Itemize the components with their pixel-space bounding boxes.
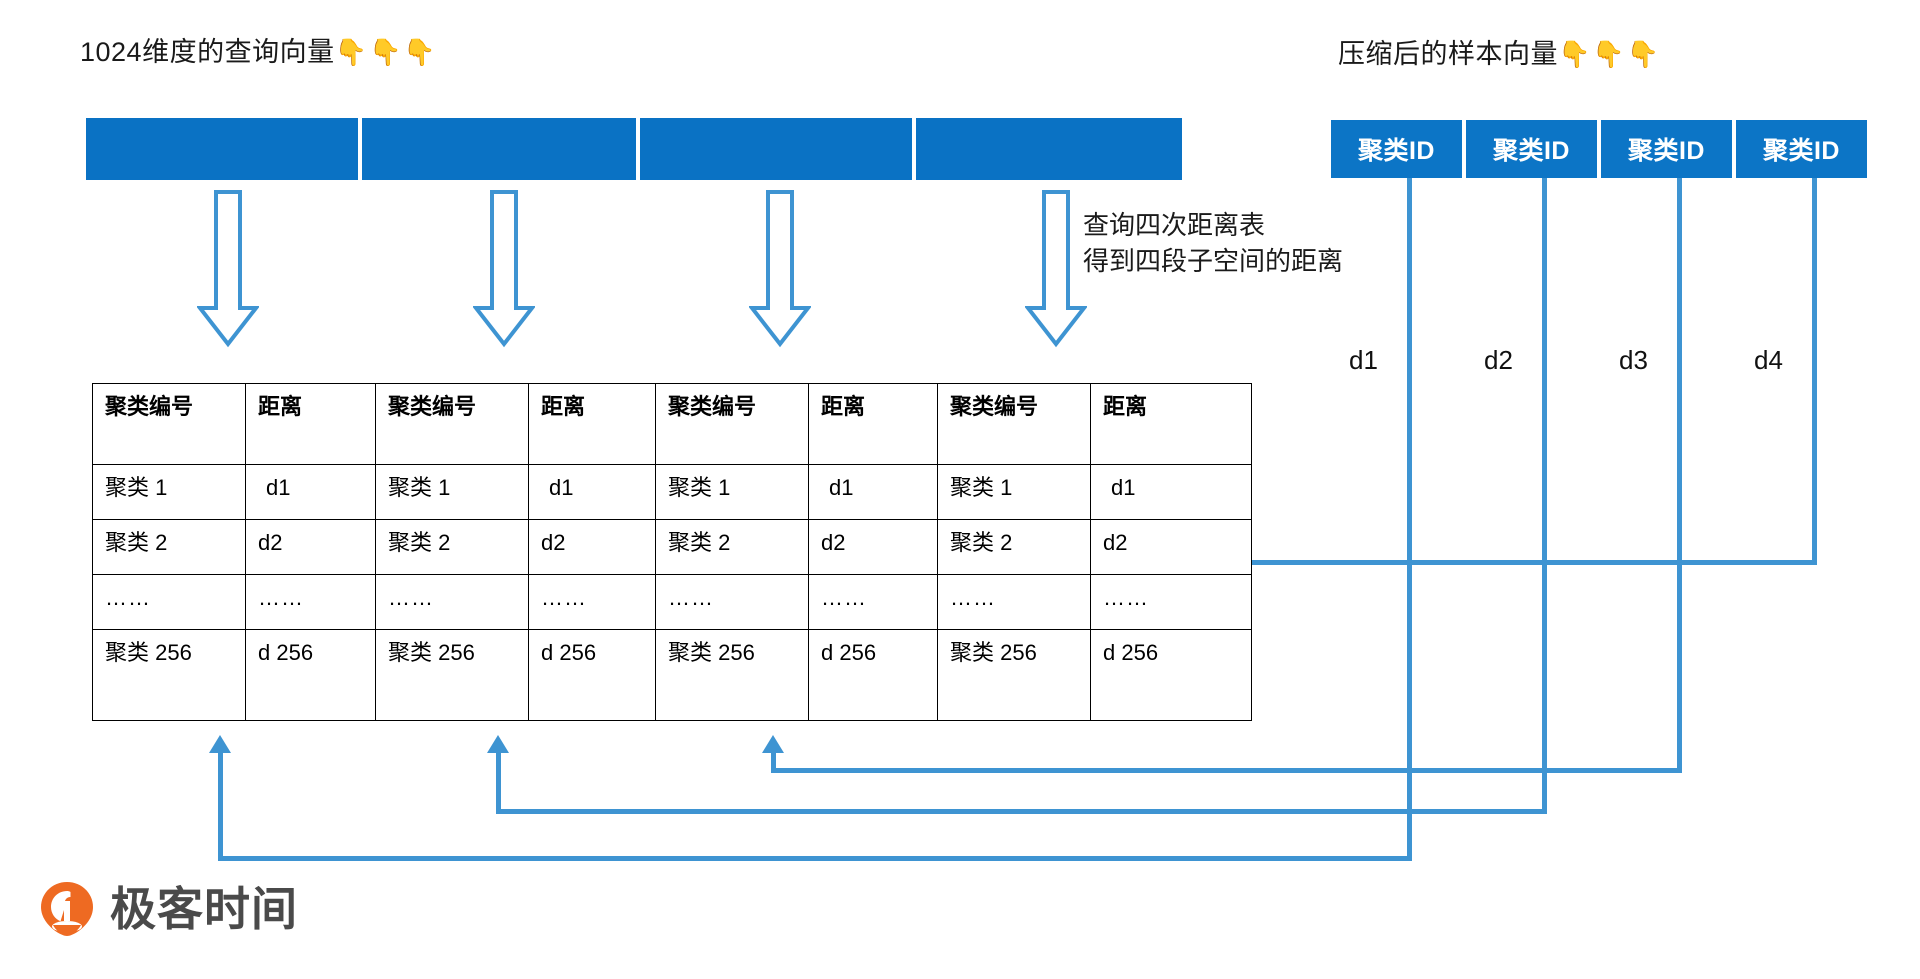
- subspace-arrow-4: [1025, 190, 1087, 348]
- table-row: 聚类 1 d1: [655, 464, 970, 520]
- connector-1-vertical-down: [1407, 178, 1412, 861]
- query-note-line-1: 查询四次距离表: [1083, 210, 1266, 240]
- connector-3-vertical-down: [1677, 178, 1682, 773]
- table-row: 聚类编号 距离: [375, 383, 690, 465]
- connector-1-vertical-up: [218, 752, 223, 860]
- cluster-id-label-2: 聚类ID: [1492, 137, 1570, 165]
- geektime-logo-mark-icon: [38, 880, 96, 938]
- table-cell: ……: [655, 574, 809, 630]
- distance-label-d1: d1: [1349, 345, 1378, 375]
- cluster-id-box-4: 聚类ID: [1736, 120, 1867, 178]
- geektime-logo: 极客时间: [38, 880, 298, 938]
- query-note: 查询四次距离表 得到四段子空间的距离: [1083, 208, 1343, 280]
- table-row: 聚类 2 d2: [937, 519, 1252, 575]
- query-vector-segment-3: [640, 118, 912, 180]
- table-row: 聚类 256 d 256: [655, 629, 970, 721]
- table-cell: ……: [937, 574, 1091, 630]
- table-row: 聚类 2 d2: [375, 519, 690, 575]
- table-row: 聚类 2 d2: [655, 519, 970, 575]
- connector-3-horizontal: [771, 768, 1682, 773]
- connector-2-vertical-up: [496, 752, 501, 813]
- cluster-id-label-1: 聚类ID: [1357, 137, 1435, 165]
- table-cell: 聚类 256: [937, 629, 1091, 721]
- table-cell: d1: [1090, 464, 1252, 520]
- table-cell: 聚类 2: [655, 519, 809, 575]
- query-vector-segment-2: [362, 118, 636, 180]
- cluster-id-box-1: 聚类ID: [1331, 120, 1462, 178]
- distance-label-d3: d3: [1619, 345, 1648, 375]
- connector-4-vertical-down: [1812, 178, 1817, 564]
- table-row: 聚类 1 d1: [937, 464, 1252, 520]
- cluster-id-box-2: 聚类ID: [1466, 120, 1597, 178]
- query-vector-segment-1: [86, 118, 358, 180]
- table-row: 聚类 1 d1: [375, 464, 690, 520]
- compressed-vector-title: 压缩后的样本向量👇👇👇: [1338, 38, 1661, 72]
- table-cell: ……: [375, 574, 529, 630]
- table-row: 聚类 256 d 256: [375, 629, 690, 721]
- distance-table-1: 聚类编号 距离 聚类 1 d1 聚类 2 d2 …… …… 聚类 256 d 2…: [92, 383, 407, 721]
- table-row: 聚类编号 距离: [92, 383, 407, 465]
- distance-label-d4: d4: [1754, 345, 1783, 375]
- table-cell: ……: [1090, 574, 1252, 630]
- table-cell: 聚类 1: [92, 464, 246, 520]
- table-cell: d2: [1090, 519, 1252, 575]
- cluster-id-label-4: 聚类ID: [1762, 137, 1840, 165]
- table-cell: 聚类 2: [937, 519, 1091, 575]
- table-header-cluster-id: 聚类编号: [92, 383, 246, 465]
- pointing-down-icon-left: 👇👇👇: [334, 37, 438, 67]
- table-row: …… ……: [375, 574, 690, 630]
- cluster-id-label-3: 聚类ID: [1627, 137, 1705, 165]
- cluster-id-box-3: 聚类ID: [1601, 120, 1732, 178]
- table-cell: 聚类 1: [655, 464, 809, 520]
- table-row: …… ……: [937, 574, 1252, 630]
- query-vector-title: 1024维度的查询向量👇👇👇: [80, 36, 438, 70]
- table-cell: 聚类 256: [92, 629, 246, 721]
- table-row: …… ……: [655, 574, 970, 630]
- table-cell: 聚类 2: [92, 519, 246, 575]
- table-cell: 聚类 1: [937, 464, 1091, 520]
- connector-4-horizontal: [1209, 560, 1817, 565]
- connector-2-horizontal: [496, 809, 1547, 814]
- table-row: 聚类 1 d1: [92, 464, 407, 520]
- table-row: 聚类编号 距离: [937, 383, 1252, 465]
- subspace-arrow-1: [197, 190, 259, 348]
- table-header-cluster-id: 聚类编号: [937, 383, 1091, 465]
- query-vector-segment-4: [916, 118, 1182, 180]
- table-row: 聚类 256 d 256: [937, 629, 1252, 721]
- connector-2-vertical-down: [1542, 178, 1547, 814]
- table-header-distance: 距离: [1090, 383, 1252, 465]
- geektime-logo-text: 极客时间: [110, 883, 298, 935]
- table-row: 聚类编号 距离: [655, 383, 970, 465]
- table-cell: ……: [92, 574, 246, 630]
- table-row: 聚类 2 d2: [92, 519, 407, 575]
- table-cell: d 256: [1090, 629, 1252, 721]
- table-header-cluster-id: 聚类编号: [375, 383, 529, 465]
- pointing-down-icon-right: 👇👇👇: [1558, 39, 1662, 69]
- query-vector-title-text: 1024维度的查询向量: [80, 37, 335, 67]
- table-cell: 聚类 256: [375, 629, 529, 721]
- table-cell: 聚类 1: [375, 464, 529, 520]
- table-cell: 聚类 2: [375, 519, 529, 575]
- table-header-cluster-id: 聚类编号: [655, 383, 809, 465]
- table-cell: 聚类 256: [655, 629, 809, 721]
- table-row: 聚类 256 d 256: [92, 629, 407, 721]
- distance-table-2: 聚类编号 距离 聚类 1 d1 聚类 2 d2 …… …… 聚类 256 d 2…: [375, 383, 690, 721]
- connector-2-arrowhead: [487, 735, 509, 753]
- distance-table-3: 聚类编号 距离 聚类 1 d1 聚类 2 d2 …… …… 聚类 256 d 2…: [655, 383, 970, 721]
- query-note-line-2: 得到四段子空间的距离: [1083, 245, 1344, 276]
- connector-1-arrowhead: [209, 735, 231, 753]
- subspace-arrow-3: [749, 190, 811, 348]
- distance-table-4: 聚类编号 距离 聚类 1 d1 聚类 2 d2 …… …… 聚类 256 d 2…: [937, 383, 1252, 721]
- connector-1-horizontal: [218, 856, 1412, 861]
- distance-label-d2: d2: [1484, 345, 1513, 375]
- connector-3-vertical-up: [771, 752, 776, 772]
- compressed-vector-title-text: 压缩后的样本向量: [1338, 39, 1558, 69]
- subspace-arrow-2: [473, 190, 535, 348]
- connector-3-arrowhead: [762, 735, 784, 753]
- table-row: …… ……: [92, 574, 407, 630]
